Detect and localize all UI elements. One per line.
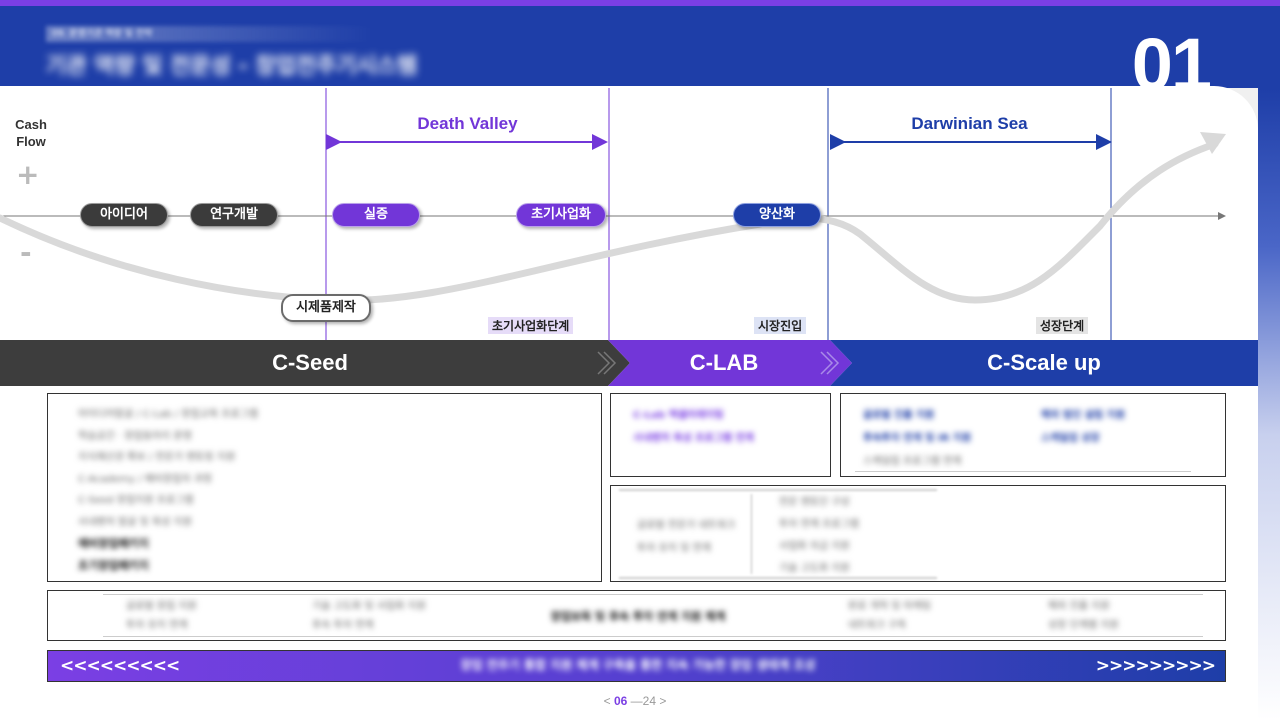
chevron-icon — [826, 351, 840, 375]
vision-bar: <<<<<<<<< 창업 전주기 통합 지원 체계 구축을 통한 지속 가능한 … — [47, 650, 1226, 682]
scale-bottom-item: 스케일업 프로그램 연계 — [863, 456, 962, 467]
band-lab — [608, 340, 852, 386]
chevron-icon — [820, 351, 834, 375]
support-list-a: 글로벌 창업 지원 투자 유치 연계 — [126, 597, 197, 635]
total-pages: 24 — [642, 694, 657, 708]
pill-early-commercialization: 초기사업화 — [516, 203, 606, 227]
curve-arrowhead — [1200, 132, 1226, 154]
network-item: 투자 유치 및 연계 — [637, 543, 711, 554]
left-arrows: <<<<<<<<< — [60, 656, 180, 676]
lab-item: C-Lab 액셀러레이팅 — [633, 410, 724, 421]
page-indicator: < 06 —24 > — [0, 694, 1270, 708]
page-title: 기관 역량 및 전문성 - 창업전주기시스템 — [46, 54, 418, 79]
pill-prototype: 시제품제작 — [281, 294, 371, 322]
divider — [619, 489, 937, 491]
scale-item: 글로벌 진출 지원 — [863, 410, 935, 421]
band-seed — [0, 340, 630, 386]
support-center-title: 창업보육 및 후속 투자 연계 지원 체계 — [550, 610, 726, 623]
section-number: 01 — [1131, 23, 1212, 89]
seed-item: C-Academy / 예비창업자 과정 — [78, 473, 213, 485]
seed-item: 지식재산권 확보 / 전문가 멘토링 지원 — [78, 452, 236, 463]
seed-item-bold: 초기창업패키지 — [78, 558, 149, 572]
band-lab-label: C-LAB — [689, 350, 759, 375]
support-item: 투자 유치 연계 — [126, 620, 188, 631]
support-system-box: 글로벌 창업 지원 투자 유치 연계 기술 고도화 및 사업화 지원 후속 투자… — [47, 590, 1226, 641]
chevron-icon — [597, 351, 611, 375]
support-item: 글로벌 창업 지원 — [126, 601, 197, 612]
support-list-d: 해외 진출 지원 성장 단계별 지원 — [1048, 597, 1119, 635]
band-scale — [830, 340, 1258, 386]
band-scale-label: C-Scale up — [987, 350, 1101, 375]
seed-item: 아이디어발굴 / C-Lab / 창업교육 프로그램 — [78, 409, 259, 420]
lab-programs-box: C-Lab 액셀러레이팅 사내벤처 육성 프로그램 연계 — [610, 393, 831, 477]
pill-proof: 실증 — [332, 203, 420, 227]
support-item: 기술 고도화 및 사업화 지원 — [312, 601, 426, 612]
pill-rnd: 연구개발 — [190, 203, 278, 227]
death-valley-label: Death Valley — [417, 114, 518, 133]
network-left-list: 글로벌 전문가 네트워크 투자 유치 및 연계 — [637, 514, 735, 560]
stage-early-commercialization: 초기사업화단계 — [488, 317, 574, 334]
stage-market-entry: 시장진입 — [754, 317, 807, 334]
bracket — [751, 494, 765, 574]
support-item: 판로 개척 및 마케팅 — [848, 601, 932, 612]
scale-item: 해외 법인 설립 지원 — [1041, 410, 1126, 421]
seed-item: 사내벤처 발굴 및 육성 지원 — [78, 516, 192, 528]
top-accent-bar — [0, 0, 1280, 6]
pill-idea: 아이디어 — [80, 203, 168, 227]
seed-list: 아이디어발굴 / C-Lab / 창업교육 프로그램 학습공간 · 창업동아리 … — [78, 404, 258, 576]
pager-separator: — — [630, 694, 643, 708]
seed-item: C-Seed 창업지원 프로그램 — [78, 495, 194, 506]
band-seed-label: C-Seed — [272, 350, 348, 375]
header-subtitle: 09. 운영기관 역량 및 전략 — [46, 26, 376, 42]
support-item: 해외 진출 지원 — [1048, 601, 1110, 612]
phase-band: C-Seed C-LAB C-Scale up — [0, 340, 1258, 386]
support-item: 네트워크 구축 — [848, 620, 907, 631]
network-item: 전문 멘토단 구성 — [779, 497, 850, 508]
divider — [103, 636, 1203, 637]
scale-list-right: 해외 법인 설립 지원 스케일업 성장 — [1041, 404, 1125, 450]
right-arrows: >>>>>>>>> — [1095, 656, 1216, 676]
network-item: 기술 고도화 지원 — [779, 563, 850, 574]
support-list-b: 기술 고도화 및 사업화 지원 후속 투자 연계 — [312, 597, 426, 635]
darwinian-sea-label: Darwinian Sea — [911, 114, 1028, 133]
seed-programs-box: 아이디어발굴 / C-Lab / 창업교육 프로그램 학습공간 · 창업동아리 … — [47, 393, 602, 582]
seed-item: 학습공간 · 창업동아리 운영 — [78, 430, 192, 442]
divider — [103, 594, 1203, 595]
scale-list-left: 글로벌 진출 지원 후속투자 연계 및 IR 지원 — [863, 404, 971, 450]
current-page: 06 — [613, 694, 628, 708]
lab-item: 사내벤처 육성 프로그램 연계 — [633, 433, 754, 444]
cash-flow-label: Cash Flow — [15, 117, 47, 149]
network-box: 글로벌 전문가 네트워크 투자 유치 및 연계 전문 멘토단 구성 투자 연계 … — [610, 485, 1226, 582]
lab-list: C-Lab 액셀러레이팅 사내벤처 육성 프로그램 연계 — [633, 404, 754, 450]
pill-mass-production: 양산화 — [733, 203, 821, 227]
cash-flow-curve — [0, 140, 1219, 304]
vision-text: 창업 전주기 통합 지원 체계 구축을 통한 지속 가능한 창업 생태계 조성 — [460, 658, 816, 672]
stage-growth: 성장단계 — [1036, 317, 1089, 334]
network-item: 글로벌 전문가 네트워크 — [637, 520, 736, 531]
network-item: 사업화 자금 지원 — [779, 541, 850, 552]
prev-page-arrow[interactable]: < — [603, 694, 611, 708]
chevron-icon — [603, 351, 617, 375]
minus-sign: - — [20, 236, 32, 269]
scale-item: 스케일업 성장 — [1041, 433, 1100, 444]
scale-item: 후속투자 연계 및 IR 지원 — [863, 433, 972, 444]
plus-sign: + — [16, 158, 40, 191]
header: 09. 운영기관 역량 및 전략 기관 역량 및 전문성 - 창업전주기시스템 … — [0, 6, 1280, 88]
divider — [619, 577, 937, 579]
next-page-arrow[interactable]: > — [659, 694, 667, 708]
right-edge-gradient — [1258, 88, 1280, 720]
support-item: 후속 투자 연계 — [312, 620, 374, 631]
network-right-list: 전문 멘토단 구성 투자 연계 프로그램 사업화 자금 지원 기술 고도화 지원 — [779, 492, 859, 580]
support-list-c: 판로 개척 및 마케팅 네트워크 구축 — [848, 597, 931, 635]
startup-lifecycle-diagram: Cash Flow + - Death Valley Darwinian Sea… — [0, 86, 1258, 340]
support-item: 성장 단계별 지원 — [1048, 620, 1119, 631]
divider — [855, 471, 1191, 472]
phase-band-svg — [0, 340, 1258, 386]
seed-item-bold: 예비창업패키지 — [78, 537, 149, 550]
network-item: 투자 연계 프로그램 — [779, 519, 859, 530]
scale-programs-box: 글로벌 진출 지원 후속투자 연계 및 IR 지원 해외 법인 설립 지원 스케… — [840, 393, 1226, 477]
